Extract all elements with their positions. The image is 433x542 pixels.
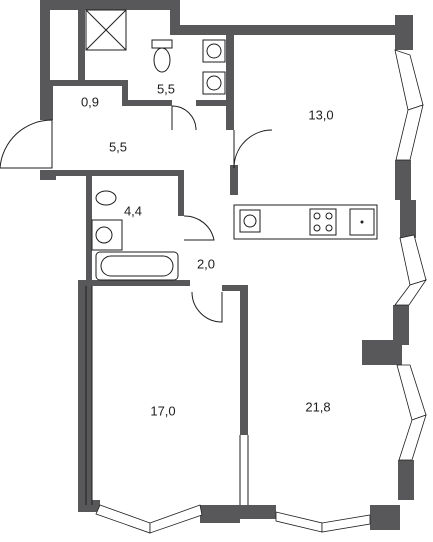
wall-segment <box>395 160 411 200</box>
wall-segment <box>200 505 240 523</box>
wall-segment <box>393 305 409 345</box>
wall-segment <box>92 280 190 286</box>
door-bedroom-bottom <box>191 291 223 323</box>
window <box>396 364 427 421</box>
wall-segment <box>230 165 238 195</box>
area-bathroom-mid: 4,4 <box>124 203 142 218</box>
wall-segment <box>370 505 400 530</box>
wall-segment <box>40 170 56 180</box>
doors <box>0 105 273 323</box>
walls <box>40 0 416 530</box>
wall-segment <box>240 285 248 435</box>
wall-segment <box>78 280 92 510</box>
wall-segment <box>40 0 50 80</box>
door-bathroom-mid <box>183 215 215 241</box>
wall-segment <box>196 100 234 106</box>
area-labels: 0,9 5,5 13,0 5,5 4,4 2,0 17,0 21,8 <box>81 81 334 418</box>
wall-segment <box>50 80 128 86</box>
fixtures <box>85 9 378 281</box>
toilet-tank <box>151 39 173 49</box>
stove <box>309 208 337 236</box>
door-entrance <box>0 119 53 169</box>
wall-segment <box>400 200 416 238</box>
wall-segment <box>170 0 180 30</box>
area-hall: 5,5 <box>109 139 127 154</box>
wall-segment <box>122 100 172 106</box>
window <box>395 104 424 161</box>
window <box>399 234 427 286</box>
window <box>394 279 427 306</box>
window <box>398 414 427 461</box>
window <box>149 504 203 534</box>
window <box>394 49 424 111</box>
wall-segment <box>78 500 100 512</box>
wall-segment <box>56 170 92 176</box>
window <box>275 511 323 533</box>
window <box>321 514 371 533</box>
area-bedroom-bottom: 17,0 <box>150 403 175 418</box>
wall-segment <box>86 176 92 286</box>
room-outlines <box>85 286 249 505</box>
wall-segment <box>240 505 276 519</box>
wall-segment <box>92 170 184 176</box>
toilet <box>153 47 171 73</box>
wall-segment <box>122 80 128 105</box>
window <box>95 504 151 534</box>
wall-segment <box>40 0 178 10</box>
wall-segment <box>170 25 395 35</box>
wall-segment <box>395 15 413 50</box>
door-bathroom-top <box>171 105 197 131</box>
area-wc-small: 0,9 <box>81 94 99 109</box>
wall-segment <box>40 80 53 120</box>
wall-segment <box>78 0 85 80</box>
wall-segment <box>222 285 248 291</box>
area-corridor: 2,0 <box>197 256 215 271</box>
area-bathroom-top: 5,5 <box>157 81 175 96</box>
wall-segment <box>178 176 184 216</box>
toilet <box>95 190 117 206</box>
area-living-kitchen: 21,8 <box>305 399 330 414</box>
wall-segment <box>398 460 414 500</box>
windows <box>95 49 427 534</box>
area-bedroom-top: 13,0 <box>308 107 333 122</box>
wall-segment <box>226 35 234 130</box>
wall-segment <box>362 340 402 365</box>
door-bedroom-top <box>233 129 273 169</box>
